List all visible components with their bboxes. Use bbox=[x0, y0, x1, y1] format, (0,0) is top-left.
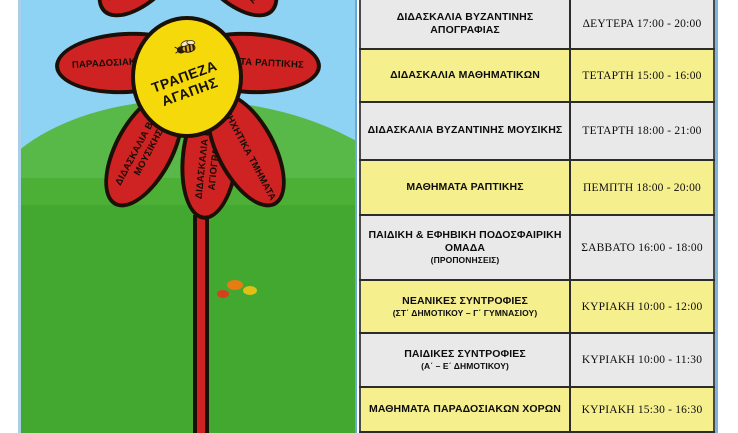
activity-time-cell: ΚΥΡΙΑΚΗ 15:30 - 16:30 bbox=[571, 388, 715, 431]
activity-name-cell: ΠΑΙΔΙΚΕΣ ΣΥΝΤΡΟΦΙΕΣ (Α΄ – Ε΄ ΔΗΜΟΤΙΚΟΥ) bbox=[359, 334, 571, 386]
activity-name-cell: ΠΑΙΔΙΚΗ & ΕΦΗΒΙΚΗ ΠΟΔΟΣΦΑΙΡΙΚΗ ΟΜΑΔΑ (ΠΡ… bbox=[359, 216, 571, 279]
activity-name-cell: ΜΑΘΗΜΑΤΑ ΡΑΠΤΙΚΗΣ bbox=[359, 161, 571, 214]
activity-time-cell: ΠΕΜΠΤΗ 18:00 - 20:00 bbox=[571, 161, 715, 214]
activity-name: ΔΙΔΑΣΚΑΛΙΑ ΒΥΖΑΝΤΙΝΗΣ ΜΟΥΣΙΚΗΣ bbox=[367, 124, 563, 137]
activity-name-cell: ΜΑΘΗΜΑΤΑ ΠΑΡΑΔΟΣΙΑΚΩΝ ΧΟΡΩΝ bbox=[359, 388, 571, 431]
ground-flower-dot bbox=[217, 290, 229, 298]
ground-flower-dot bbox=[243, 286, 257, 295]
flower-stem bbox=[193, 215, 209, 433]
table-row: ΠΑΙΔΙΚΗ & ΕΦΗΒΙΚΗ ΠΟΔΟΣΦΑΙΡΙΚΗ ΟΜΑΔΑ (ΠΡ… bbox=[359, 216, 715, 281]
activity-time-cell: ΤΕΤΑΡΤΗ 18:00 - 21:00 bbox=[571, 103, 715, 159]
activity-name: ΜΑΘΗΜΑΤΑ ΠΑΡΑΔΟΣΙΑΚΩΝ ΧΟΡΩΝ bbox=[369, 402, 561, 415]
activity-name: ΔΙΔΑΣΚΑΛΙΑ ΜΑΘΗΜΑΤΙΚΩΝ bbox=[390, 68, 540, 81]
activity-name: ΝΕΑΝΙΚΕΣ ΣΥΝΤΡΟΦΙΕΣ bbox=[402, 294, 528, 307]
activity-name: ΔΙΔΑΣΚΑΛΙΑ ΒΥΖΑΝΤΙΝΗΣ ΑΠΟΓΡΑΦΙΑΣ bbox=[396, 10, 534, 36]
table-row: ΔΙΔΑΣΚΑΛΙΑ ΒΥΖΑΝΤΙΝΗΣ ΑΠΟΓΡΑΦΙΑΣ ΔΕΥΤΕΡΑ… bbox=[359, 0, 715, 50]
activity-name-cell: ΝΕΑΝΙΚΕΣ ΣΥΝΤΡΟΦΙΕΣ (ΣΤ΄ ΔΗΜΟΤΙΚΟΥ – Γ΄ … bbox=[359, 281, 571, 332]
activity-name-cell: ΔΙΔΑΣΚΑΛΙΑ ΜΑΘΗΜΑΤΙΚΩΝ bbox=[359, 50, 571, 101]
table-row: ΜΑΘΗΜΑΤΑ ΠΑΡΑΔΟΣΙΑΚΩΝ ΧΟΡΩΝ ΚΥΡΙΑΚΗ 15:3… bbox=[359, 388, 715, 433]
activity-time-cell: ΚΥΡΙΑΚΗ 10:00 - 11:30 bbox=[571, 334, 715, 386]
activity-time-cell: ΔΕΥΤΕΡΑ 17:00 - 20:00 bbox=[571, 0, 715, 48]
bee-icon bbox=[173, 38, 201, 58]
activity-time-cell: ΣΑΒΒΑΤΟ 16:00 - 18:00 bbox=[571, 216, 715, 279]
table-row: ΝΕΑΝΙΚΕΣ ΣΥΝΤΡΟΦΙΕΣ (ΣΤ΄ ΔΗΜΟΤΙΚΟΥ – Γ΄ … bbox=[359, 281, 715, 334]
poster-panel: ΜΑΘΗΜΑΤΑ ΞΕΝΩΝ ΓΛΩΣΣΩΝ ΜΑΘΗΜΑΤΑ ΠΛΗΡΟΦΟΡ… bbox=[18, 0, 357, 433]
activity-name: ΠΑΙΔΙΚΕΣ ΣΥΝΤΡΟΦΙΕΣ bbox=[404, 348, 526, 361]
flower-center-label: ΤΡΑΠΕΖΑ ΑΓΑΠΗΣ bbox=[133, 51, 242, 117]
foreground-grass bbox=[21, 205, 355, 433]
table-row: ΔΙΔΑΣΚΑΛΙΑ ΜΑΘΗΜΑΤΙΚΩΝ ΤΕΤΑΡΤΗ 15:00 - 1… bbox=[359, 50, 715, 103]
activity-time-cell: ΚΥΡΙΑΚΗ 10:00 - 12:00 bbox=[571, 281, 715, 332]
activity-subtitle: (Α΄ – Ε΄ ΔΗΜΟΤΙΚΟΥ) bbox=[421, 361, 509, 372]
activity-name-cell: ΔΙΔΑΣΚΑΛΙΑ ΒΥΖΑΝΤΙΝΗΣ ΜΟΥΣΙΚΗΣ bbox=[359, 103, 571, 159]
activity-time-cell: ΤΕΤΑΡΤΗ 15:00 - 16:00 bbox=[571, 50, 715, 101]
schedule-table: ΔΙΔΑΣΚΑΛΙΑ ΒΥΖΑΝΤΙΝΗΣ ΑΠΟΓΡΑΦΙΑΣ ΔΕΥΤΕΡΑ… bbox=[359, 0, 718, 433]
petal-label: ΜΑΘΗΜΑΤΑ ΠΛΗΡΟΦΟΡΙΚΗΣ bbox=[187, 0, 278, 16]
activity-name-cell: ΔΙΔΑΣΚΑΛΙΑ ΒΥΖΑΝΤΙΝΗΣ ΑΠΟΓΡΑΦΙΑΣ bbox=[359, 0, 571, 48]
flower-diagram: ΜΑΘΗΜΑΤΑ ΞΕΝΩΝ ΓΛΩΣΣΩΝ ΜΑΘΗΜΑΤΑ ΠΛΗΡΟΦΟΡ… bbox=[45, 0, 331, 282]
table-row: ΠΑΙΔΙΚΕΣ ΣΥΝΤΡΟΦΙΕΣ (Α΄ – Ε΄ ΔΗΜΟΤΙΚΟΥ) … bbox=[359, 334, 715, 388]
activity-name: ΠΑΙΔΙΚΗ & ΕΦΗΒΙΚΗ ΠΟΔΟΣΦΑΙΡΙΚΗ ΟΜΑΔΑ bbox=[368, 229, 562, 255]
activity-subtitle: (ΠΡΟΠΟΝΗΣΕΙΣ) bbox=[430, 255, 500, 266]
activity-name: ΜΑΘΗΜΑΤΑ ΡΑΠΤΙΚΗΣ bbox=[406, 180, 524, 193]
flower-center: ΤΡΑΠΕΖΑ ΑΓΑΠΗΣ bbox=[131, 16, 243, 138]
table-row: ΔΙΔΑΣΚΑΛΙΑ ΒΥΖΑΝΤΙΝΗΣ ΜΟΥΣΙΚΗΣ ΤΕΤΑΡΤΗ 1… bbox=[359, 103, 715, 161]
ground-flower-dot bbox=[227, 280, 243, 290]
activity-subtitle: (ΣΤ΄ ΔΗΜΟΤΙΚΟΥ – Γ΄ ΓΥΜΝΑΣΙΟΥ) bbox=[392, 307, 538, 318]
table-row: ΜΑΘΗΜΑΤΑ ΡΑΠΤΙΚΗΣ ΠΕΜΠΤΗ 18:00 - 20:00 bbox=[359, 161, 715, 216]
petal-label: ΜΑΘΗΜΑΤΑ ΞΕΝΩΝ ΓΛΩΣΣΩΝ bbox=[99, 0, 190, 16]
